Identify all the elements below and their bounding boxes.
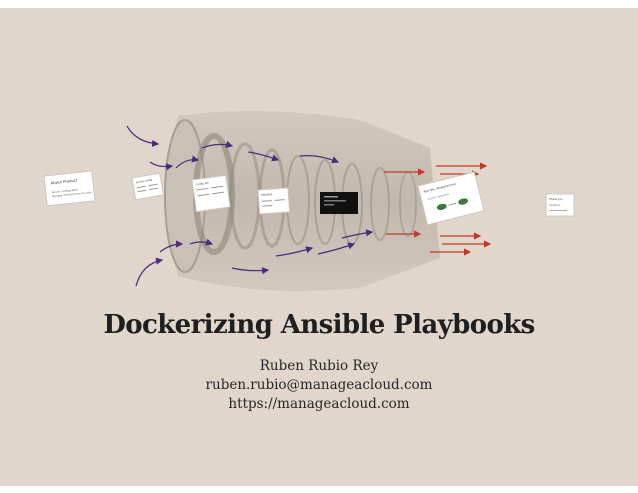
card-2-heading: Server setup	[135, 177, 152, 184]
card-4: Modules	[257, 187, 291, 215]
card-4-heading: Modules	[261, 192, 273, 197]
card-5-line1: Launch containers	[427, 193, 450, 201]
card-2: Server setup	[131, 172, 164, 201]
author-email: ruben.rubio@manageacloud.com	[205, 377, 433, 393]
card-about-line2: Manage infrastructure as code	[52, 190, 92, 198]
slide-title: Dockerizing Ansible Playbooks	[103, 310, 535, 340]
presentation-slide: About Product Server configuration Manag…	[0, 8, 638, 486]
card-about: About Product Server configuration Manag…	[43, 170, 96, 207]
inflow-arrows	[126, 125, 374, 287]
card-right-line1: Questions	[549, 204, 561, 207]
slide-cards: About Product Server configuration Manag…	[43, 170, 575, 226]
card-right: Thank you Questions	[545, 193, 575, 217]
jet-engine-illustration	[126, 110, 492, 292]
author-name: Ruben Rubio Rey	[259, 358, 379, 374]
card-5: Run the infrastructure Launch containers	[417, 171, 485, 226]
card-3-heading: Config file	[195, 181, 209, 187]
card-right-heading: Thank you	[549, 197, 563, 201]
card-about-line1: Server configuration	[52, 187, 79, 194]
card-3: Config file	[191, 174, 231, 213]
website-link[interactable]: https://manageacloud.com	[228, 396, 410, 412]
card-5-heading: Run the infrastructure	[423, 182, 456, 194]
card-about-heading: About Product	[50, 177, 78, 185]
terminal-screen	[320, 192, 358, 214]
